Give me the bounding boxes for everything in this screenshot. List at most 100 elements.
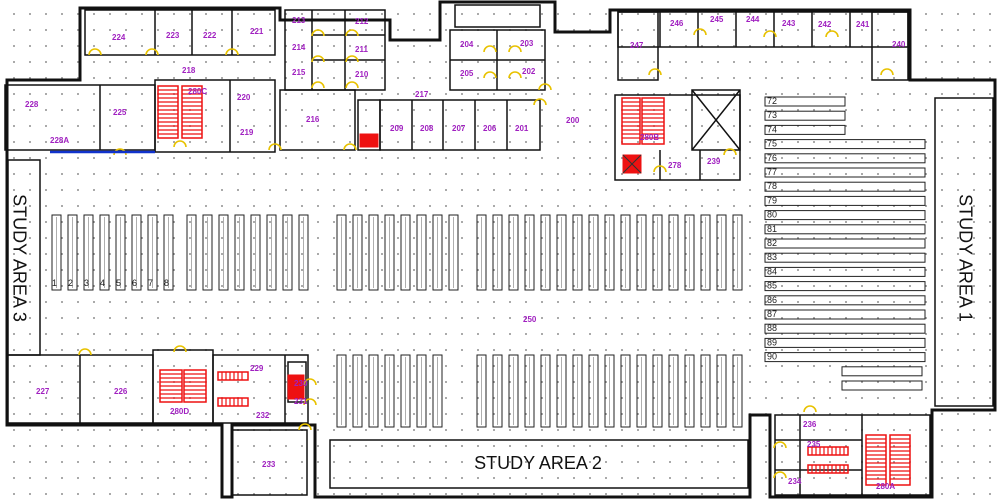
range-shelf bbox=[764, 167, 926, 178]
range-number: 90 bbox=[767, 352, 777, 362]
room-label: 217 bbox=[415, 90, 429, 99]
door-swing bbox=[880, 68, 894, 76]
room-label: 230 bbox=[294, 379, 308, 388]
door-swing bbox=[773, 441, 787, 449]
door-swing bbox=[345, 55, 359, 63]
elevator bbox=[287, 374, 305, 400]
door-swing bbox=[343, 143, 357, 151]
stack-shelf bbox=[282, 214, 293, 291]
room-label: 239 bbox=[707, 157, 721, 166]
stack-shelf bbox=[266, 214, 277, 291]
stack-shelf bbox=[700, 214, 711, 291]
room-label: 218 bbox=[182, 66, 196, 75]
door-swing bbox=[303, 398, 317, 406]
stack-shelf bbox=[620, 354, 631, 428]
stack-shelf bbox=[416, 354, 427, 428]
range-number: 83 bbox=[767, 252, 777, 262]
range-shelf bbox=[764, 181, 926, 192]
door-swing bbox=[145, 48, 159, 56]
stack-shelf bbox=[51, 214, 62, 291]
range-shelf bbox=[764, 295, 926, 306]
door-swing bbox=[268, 143, 282, 151]
range-number: 85 bbox=[767, 281, 777, 291]
range-number: 7 bbox=[148, 278, 153, 288]
room-label: 201 bbox=[515, 124, 529, 133]
range-number: 4 bbox=[100, 278, 105, 288]
room-label: 229 bbox=[250, 364, 264, 373]
room-label: 209 bbox=[390, 124, 404, 133]
door-swing bbox=[508, 45, 522, 53]
room-label: 247 bbox=[630, 41, 644, 50]
book-stacks bbox=[51, 96, 926, 428]
stack-shelf bbox=[492, 214, 503, 291]
north-west-rooms bbox=[4, 4, 546, 153]
stack-shelf bbox=[432, 214, 443, 291]
elevator bbox=[359, 133, 379, 148]
door-swing bbox=[723, 148, 737, 156]
room-label: 202 bbox=[522, 67, 536, 76]
stack-shelf bbox=[732, 354, 743, 428]
stack-shelf bbox=[476, 214, 487, 291]
study-area-1-label: STUDY AREA 1 bbox=[955, 194, 975, 322]
range-number: 2 bbox=[68, 278, 73, 288]
stack-shelf bbox=[448, 214, 459, 291]
room-label: 235 bbox=[807, 440, 821, 449]
study-area-3-label: STUDY AREA 3 bbox=[9, 194, 29, 322]
room-label: 216 bbox=[306, 115, 320, 124]
stack-shelf bbox=[668, 354, 679, 428]
door-swing bbox=[508, 71, 522, 79]
room-label: 215 bbox=[292, 68, 306, 77]
stair-outline bbox=[217, 371, 249, 381]
door-swing bbox=[345, 81, 359, 89]
range-number: 87 bbox=[767, 309, 777, 319]
stack-shelf bbox=[416, 214, 427, 291]
stack-shelf bbox=[202, 214, 213, 291]
door-swing bbox=[773, 471, 787, 479]
door-swing bbox=[225, 48, 239, 56]
room-label: 205 bbox=[460, 69, 474, 78]
stair-outline bbox=[621, 97, 641, 145]
range-shelf bbox=[764, 266, 926, 277]
range-shelf bbox=[764, 337, 926, 348]
range-number: 81 bbox=[767, 224, 777, 234]
stack-shelf bbox=[336, 354, 347, 428]
range-number: 1 bbox=[52, 278, 57, 288]
range-number: 88 bbox=[767, 323, 777, 333]
stack-shelf bbox=[368, 214, 379, 291]
building-outline bbox=[5, 0, 997, 499]
stack-shelf bbox=[716, 354, 727, 428]
stack-shelf bbox=[556, 354, 567, 428]
study-area-boxes bbox=[7, 97, 994, 489]
room-label: 206 bbox=[483, 124, 497, 133]
range-number: 76 bbox=[767, 153, 777, 163]
door-swing bbox=[763, 30, 777, 38]
stack-shelf bbox=[524, 354, 535, 428]
range-number: 72 bbox=[767, 96, 777, 106]
stack-shelf bbox=[540, 354, 551, 428]
room-label: 245 bbox=[710, 15, 724, 24]
stack-shelf bbox=[572, 354, 583, 428]
door-swing bbox=[803, 405, 817, 413]
stair-outline bbox=[217, 397, 249, 407]
door-swing bbox=[311, 81, 325, 89]
room-label: 203 bbox=[520, 39, 534, 48]
door-swing bbox=[825, 30, 839, 38]
range-number: 74 bbox=[767, 124, 777, 134]
range-number: 6 bbox=[132, 278, 137, 288]
range-number: 80 bbox=[767, 210, 777, 220]
range-number: 79 bbox=[767, 195, 777, 205]
range-number: 86 bbox=[767, 295, 777, 305]
stack-shelf bbox=[492, 354, 503, 428]
stack-shelf bbox=[716, 214, 727, 291]
room-label: 207 bbox=[452, 124, 466, 133]
stack-shelf bbox=[476, 354, 487, 428]
stack-shelf bbox=[163, 214, 174, 291]
range-shelf bbox=[764, 210, 926, 221]
range-shelf bbox=[841, 380, 923, 391]
room-label: 242 bbox=[818, 20, 832, 29]
stack-shelf bbox=[218, 214, 229, 291]
range-shelf bbox=[764, 252, 926, 263]
